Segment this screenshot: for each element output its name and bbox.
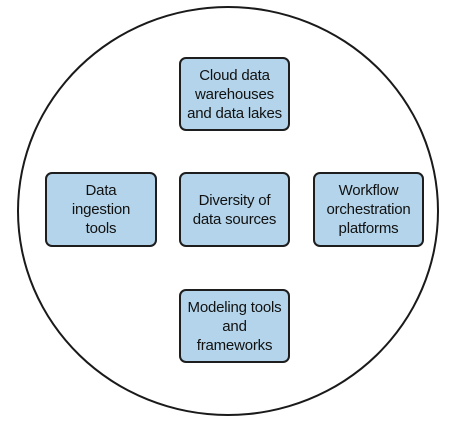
node-workflow-orchestration: Workflow orchestration platforms	[313, 172, 424, 247]
enclosing-circle	[17, 6, 439, 416]
node-diversity-of-data-sources: Diversity of data sources	[179, 172, 290, 247]
node-modeling-tools: Modeling tools and frameworks	[179, 289, 290, 363]
node-cloud-data-warehouses: Cloud data warehouses and data lakes	[179, 57, 290, 131]
node-data-ingestion-tools: Data ingestion tools	[45, 172, 157, 247]
